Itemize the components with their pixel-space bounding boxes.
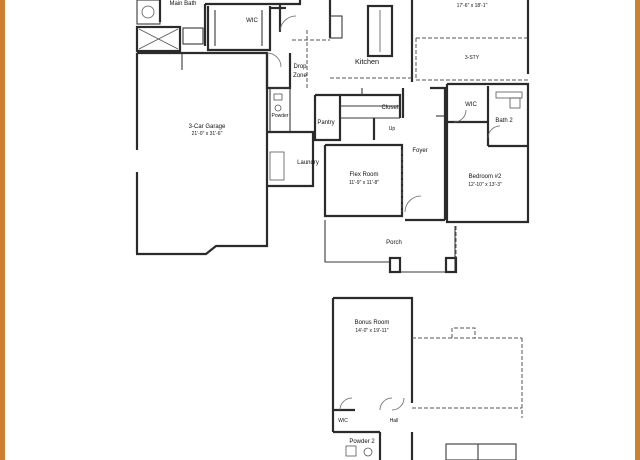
label-bonus-room: Bonus Room [355,320,390,326]
label-foyer: Foyer [412,148,427,154]
label-stairs-up: Up [389,126,396,132]
bath-vanity [182,27,204,45]
tub-fixture [141,5,155,19]
range [329,15,343,39]
label-top-dimension: 17'-6" x 18'-1" [457,3,488,9]
foyer [404,86,447,222]
label-porch: Porch [386,240,402,246]
label-three-story: 3-STY [465,55,480,61]
drop-zone-column [265,30,330,188]
label-hall: Hall [390,418,399,424]
garage [135,51,269,256]
label-laundry: Laundry [297,160,319,166]
main-bath-tub [136,0,161,25]
label-garage-dimension: 21'-0" x 31'-6" [192,131,223,137]
label-wic-bonus: WIC [338,418,348,424]
family-room [415,0,530,81]
pantry-stairs [313,88,405,142]
label-flex-dimension: 11'-9" x 11'-8" [349,180,379,186]
kitchen-area [328,0,414,82]
label-drop-zone-line2: Zone [293,73,307,79]
label-bedroom2: Bedroom #2 [469,174,502,180]
bedroom-2-suite [445,82,530,224]
shower [135,25,182,53]
frame-right-border [635,0,640,460]
frame-left-border [0,0,5,460]
label-garage: 3-Car Garage [189,124,226,130]
label-flex-room: Flex Room [349,172,378,178]
flex-room [323,143,404,218]
porch [324,220,458,274]
label-bath2: Bath 2 [495,118,513,124]
label-pantry: Pantry [317,120,334,126]
label-wic-bedroom2: WIC [465,102,477,108]
label-bedroom2-dimension: 12'-10" x 13'-3" [468,182,502,188]
main-wic [206,0,302,52]
label-main-bath: Main Bath [169,1,196,7]
label-kitchen: Kitchen [355,57,379,66]
label-drop-zone-line1: Drop [293,64,307,70]
main-bath-area [135,0,228,53]
label-bonus-dimension: 14'-0" x 19'-11" [355,328,388,334]
label-powder: Powder [272,113,289,119]
kitchen-island [366,4,394,58]
label-closet: Closet [381,105,398,111]
second-floor [331,296,523,460]
label-main-wic: WIC [246,18,258,24]
label-powder2: Powder 2 [349,439,375,445]
